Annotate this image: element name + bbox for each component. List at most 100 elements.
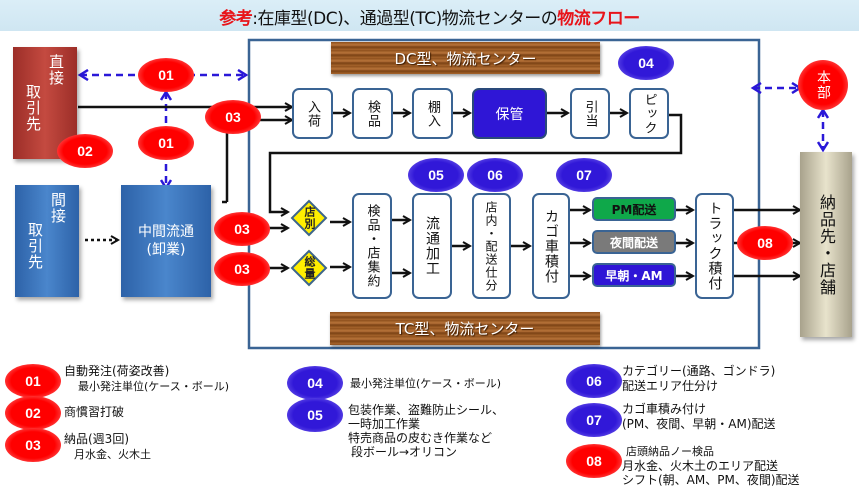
badge-03-dc: 03 bbox=[205, 100, 261, 134]
legend-07-line-2: (PM、夜間、早朝・AM)配送 bbox=[622, 417, 776, 431]
legend-badge-05-text: 05 bbox=[307, 407, 323, 423]
legend-06-line-1: カテゴリー(通路、ゴンドラ) bbox=[622, 364, 776, 378]
legend-item-02: 商慣習打破 bbox=[64, 405, 124, 420]
legend-badge-06: 06 bbox=[566, 364, 622, 398]
dc-step-shelving-label: 棚入 bbox=[425, 99, 440, 128]
legend-badge-02: 02 bbox=[5, 396, 61, 430]
legend-badge-02-text: 02 bbox=[25, 405, 41, 421]
sort-total: 総量 bbox=[290, 249, 328, 287]
shipping-night-label: 夜間配送 bbox=[609, 235, 658, 250]
badge-03-total: 03 bbox=[214, 252, 270, 286]
wholesaler: 中間流通 (卸業) bbox=[121, 185, 211, 297]
badge-04: 04 bbox=[618, 46, 674, 80]
legend-badge-04: 04 bbox=[287, 366, 343, 400]
legend-06-line-2: 配送エリア仕分け bbox=[622, 379, 719, 393]
center-frame bbox=[247, 38, 761, 350]
tc-center-text: TC型、物流センター bbox=[395, 320, 535, 338]
page-title: 参考:在庫型(DC)、通過型(TC)物流センターの物流フロー bbox=[0, 4, 859, 29]
legend-03-line-2: 月水金、火木土 bbox=[74, 448, 151, 461]
dc-step-picking-label: ピック bbox=[641, 92, 657, 135]
legend-08-line-3: シフト(朝、AM、PM、夜間)配送 bbox=[622, 473, 800, 487]
legend-05-line-1: 包装作業、盗難防止シール、 bbox=[348, 403, 505, 417]
store-destination: 納品先・店舗 bbox=[800, 152, 852, 337]
indirect-supplier: 間接 取引先 bbox=[15, 185, 79, 297]
legend-03-line-1: 納品(週3回) bbox=[64, 432, 129, 446]
tc-step-cart-loading: カゴ車積付 bbox=[532, 193, 570, 299]
headquarters-badge: 本部 bbox=[798, 60, 848, 110]
badge-03-store: 03 bbox=[214, 212, 270, 246]
dc-center-text: DC型、物流センター bbox=[394, 49, 537, 68]
wholesaler-label-1: 中間流通 bbox=[138, 224, 194, 240]
tc-step-sorting-label: 店内・配送仕分 bbox=[484, 200, 498, 292]
headquarters-label: 本部 bbox=[815, 70, 831, 100]
title-bar bbox=[0, 0, 859, 31]
tc-step-processing: 流通加工 bbox=[412, 193, 452, 299]
indirect-supplier-label-2: 取引先 bbox=[26, 222, 44, 270]
legend-item-01: 自動発注(荷姿改善) 最小発注単位(ケース・ボール) bbox=[64, 364, 229, 394]
legend-05-line-3: 特売商品の皮むき作業など bbox=[348, 431, 493, 445]
tc-step-inspection-label: 検品・店集約 bbox=[364, 204, 380, 288]
tc-step-inspection-consolidation: 検品・店集約 bbox=[352, 193, 392, 299]
badge-07-text: 07 bbox=[576, 167, 592, 183]
dc-step-storage: 保管 bbox=[472, 88, 547, 139]
store-label: 納品先・店舗 bbox=[817, 193, 836, 296]
shipping-pm-label: PM配送 bbox=[611, 202, 657, 217]
dc-step-picking: ピック bbox=[629, 88, 669, 139]
badge-03-total-text: 03 bbox=[234, 261, 250, 277]
badge-06: 06 bbox=[467, 158, 523, 192]
dc-center-label: DC型、物流センター bbox=[331, 42, 600, 74]
legend-badge-03-text: 03 bbox=[25, 437, 41, 453]
badge-02-text: 02 bbox=[77, 143, 93, 159]
shipping-am-label: 早朝・AM bbox=[605, 268, 663, 283]
sort-by-store-label: 店別 bbox=[303, 206, 316, 230]
sort-by-store: 店別 bbox=[290, 199, 328, 237]
title-prefix: 参考 bbox=[219, 9, 253, 29]
dc-step-allocation: 引当 bbox=[570, 88, 610, 139]
legend-05-line-2: 一時加工作業 bbox=[348, 417, 421, 431]
legend-01-line-1: 自動発注(荷姿改善) bbox=[64, 364, 170, 378]
badge-01-top: 01 bbox=[138, 58, 194, 92]
legend-05-line-4: 段ボール→オリコン bbox=[351, 445, 458, 459]
legend-02-line-1: 商慣習打破 bbox=[64, 405, 125, 419]
direct-supplier-label-1: 直接 bbox=[47, 54, 65, 86]
legend-badge-01-text: 01 bbox=[25, 373, 41, 389]
legend-item-07: カゴ車積み付け (PM、夜間、早朝・AM)配送 bbox=[622, 402, 776, 432]
dc-step-receiving: 入荷 bbox=[292, 88, 333, 139]
legend-item-03: 納品(週3回) 月水金、火木土 bbox=[64, 432, 151, 462]
legend-item-05: 包装作業、盗難防止シール、 一時加工作業 特売商品の皮むき作業など 段ボール→オ… bbox=[348, 403, 504, 459]
shipping-pm: PM配送 bbox=[592, 197, 676, 221]
dc-step-allocation-label: 引当 bbox=[582, 99, 598, 128]
tc-step-sorting: 店内・配送仕分 bbox=[472, 193, 511, 299]
dc-step-storage-label: 保管 bbox=[495, 106, 524, 123]
legend-item-04: 最小発注単位(ケース・ボール) bbox=[350, 376, 501, 391]
legend-badge-03: 03 bbox=[5, 428, 61, 462]
tc-step-processing-label: 流通加工 bbox=[424, 216, 440, 276]
legend-08-line-2: 月水金、火木土のエリア配送 bbox=[622, 459, 779, 473]
badge-07: 07 bbox=[556, 158, 612, 192]
dc-step-inspection-label: 検品 bbox=[365, 99, 380, 128]
shipping-early-am: 早朝・AM bbox=[592, 263, 676, 287]
tc-center-label: TC型、物流センター bbox=[330, 312, 600, 345]
badge-08-text: 08 bbox=[757, 235, 773, 251]
indirect-supplier-label-1: 間接 bbox=[49, 192, 67, 224]
legend-08-line-1: 店頭納品ノー検品 bbox=[626, 445, 714, 458]
badge-01-mid: 01 bbox=[138, 126, 194, 160]
badge-05: 05 bbox=[408, 158, 464, 192]
wholesaler-label-2: (卸業) bbox=[146, 242, 186, 258]
badge-04-text: 04 bbox=[638, 55, 654, 71]
legend-badge-05: 05 bbox=[287, 398, 343, 432]
direct-supplier-label-2: 取引先 bbox=[24, 84, 42, 132]
sort-total-label: 総量 bbox=[303, 256, 316, 280]
legend-badge-01: 01 bbox=[5, 364, 61, 398]
legend-badge-06-text: 06 bbox=[586, 373, 602, 389]
title-suffix: 物流フロー bbox=[557, 9, 640, 29]
legend-01-line-2: 最小発注単位(ケース・ボール) bbox=[78, 380, 230, 393]
badge-03-dc-text: 03 bbox=[225, 109, 241, 125]
badge-01-mid-text: 01 bbox=[158, 135, 174, 151]
legend-item-06: カテゴリー(通路、ゴンドラ) 配送エリア仕分け bbox=[622, 364, 775, 394]
dc-step-inspection: 検品 bbox=[352, 88, 393, 139]
dc-step-shelving: 棚入 bbox=[412, 88, 453, 139]
badge-01-top-text: 01 bbox=[158, 67, 174, 83]
tc-step-cart-loading-label: カゴ車積付 bbox=[543, 208, 559, 284]
badge-08: 08 bbox=[737, 226, 793, 260]
